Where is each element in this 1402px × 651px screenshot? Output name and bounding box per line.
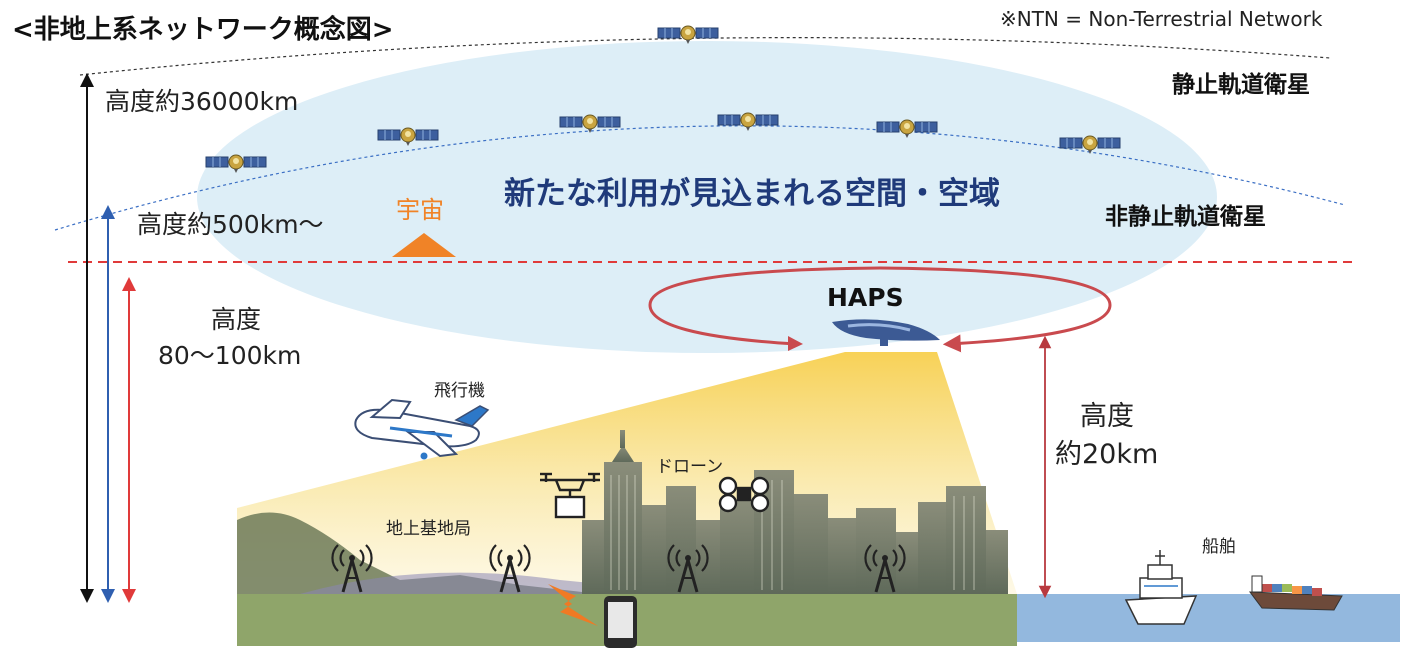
boundary-altitude-label-2: 80～100km — [158, 341, 301, 370]
city-skyline — [582, 430, 1008, 594]
space-region-ellipse — [197, 41, 1217, 353]
drone-icon — [540, 472, 600, 519]
haps-altitude-label-2: 約20km — [1055, 439, 1158, 470]
ship-icon — [1124, 550, 1198, 625]
base-station-label: 地上基地局 — [386, 519, 471, 539]
ntn-note: ※NTN = Non-Terrestrial Network — [1000, 7, 1323, 31]
drone-icon — [718, 476, 770, 513]
airplane-label: 飛行機 — [434, 381, 485, 401]
space-label: 宇宙 — [396, 196, 444, 224]
leo-altitude-label: 高度約500km～ — [137, 210, 324, 239]
space-marker-triangle — [392, 233, 456, 257]
cargo-ship-icon — [1248, 575, 1343, 611]
city-windows — [610, 475, 975, 590]
smartphone-icon — [604, 596, 637, 648]
ngso-orbit-label: 非静止軌道衛星 — [1105, 203, 1266, 230]
geo-altitude-label: 高度約36000km — [105, 87, 298, 116]
ship-label: 船舶 — [1202, 537, 1236, 557]
airplane-icon — [354, 398, 490, 460]
haps-label: HAPS — [827, 283, 904, 312]
page-title: <非地上系ネットワーク概念図> — [12, 14, 394, 45]
haps-loop-arrow — [648, 266, 1112, 353]
drone-label: ドローン — [656, 457, 723, 477]
mountains — [237, 512, 600, 594]
geo-orbit-label: 静止軌道衛星 — [1172, 71, 1310, 98]
haps-aircraft-icon — [832, 319, 940, 346]
boundary-altitude-label-1: 高度 — [211, 305, 261, 334]
center-caption: 新たな利用が見込まれる空間・空域 — [504, 176, 1000, 212]
haps-loop-arrow-head-left — [788, 336, 803, 351]
leo-orbit-arc — [54, 125, 1346, 231]
haps-altitude-label-1: 高度 — [1080, 401, 1134, 432]
